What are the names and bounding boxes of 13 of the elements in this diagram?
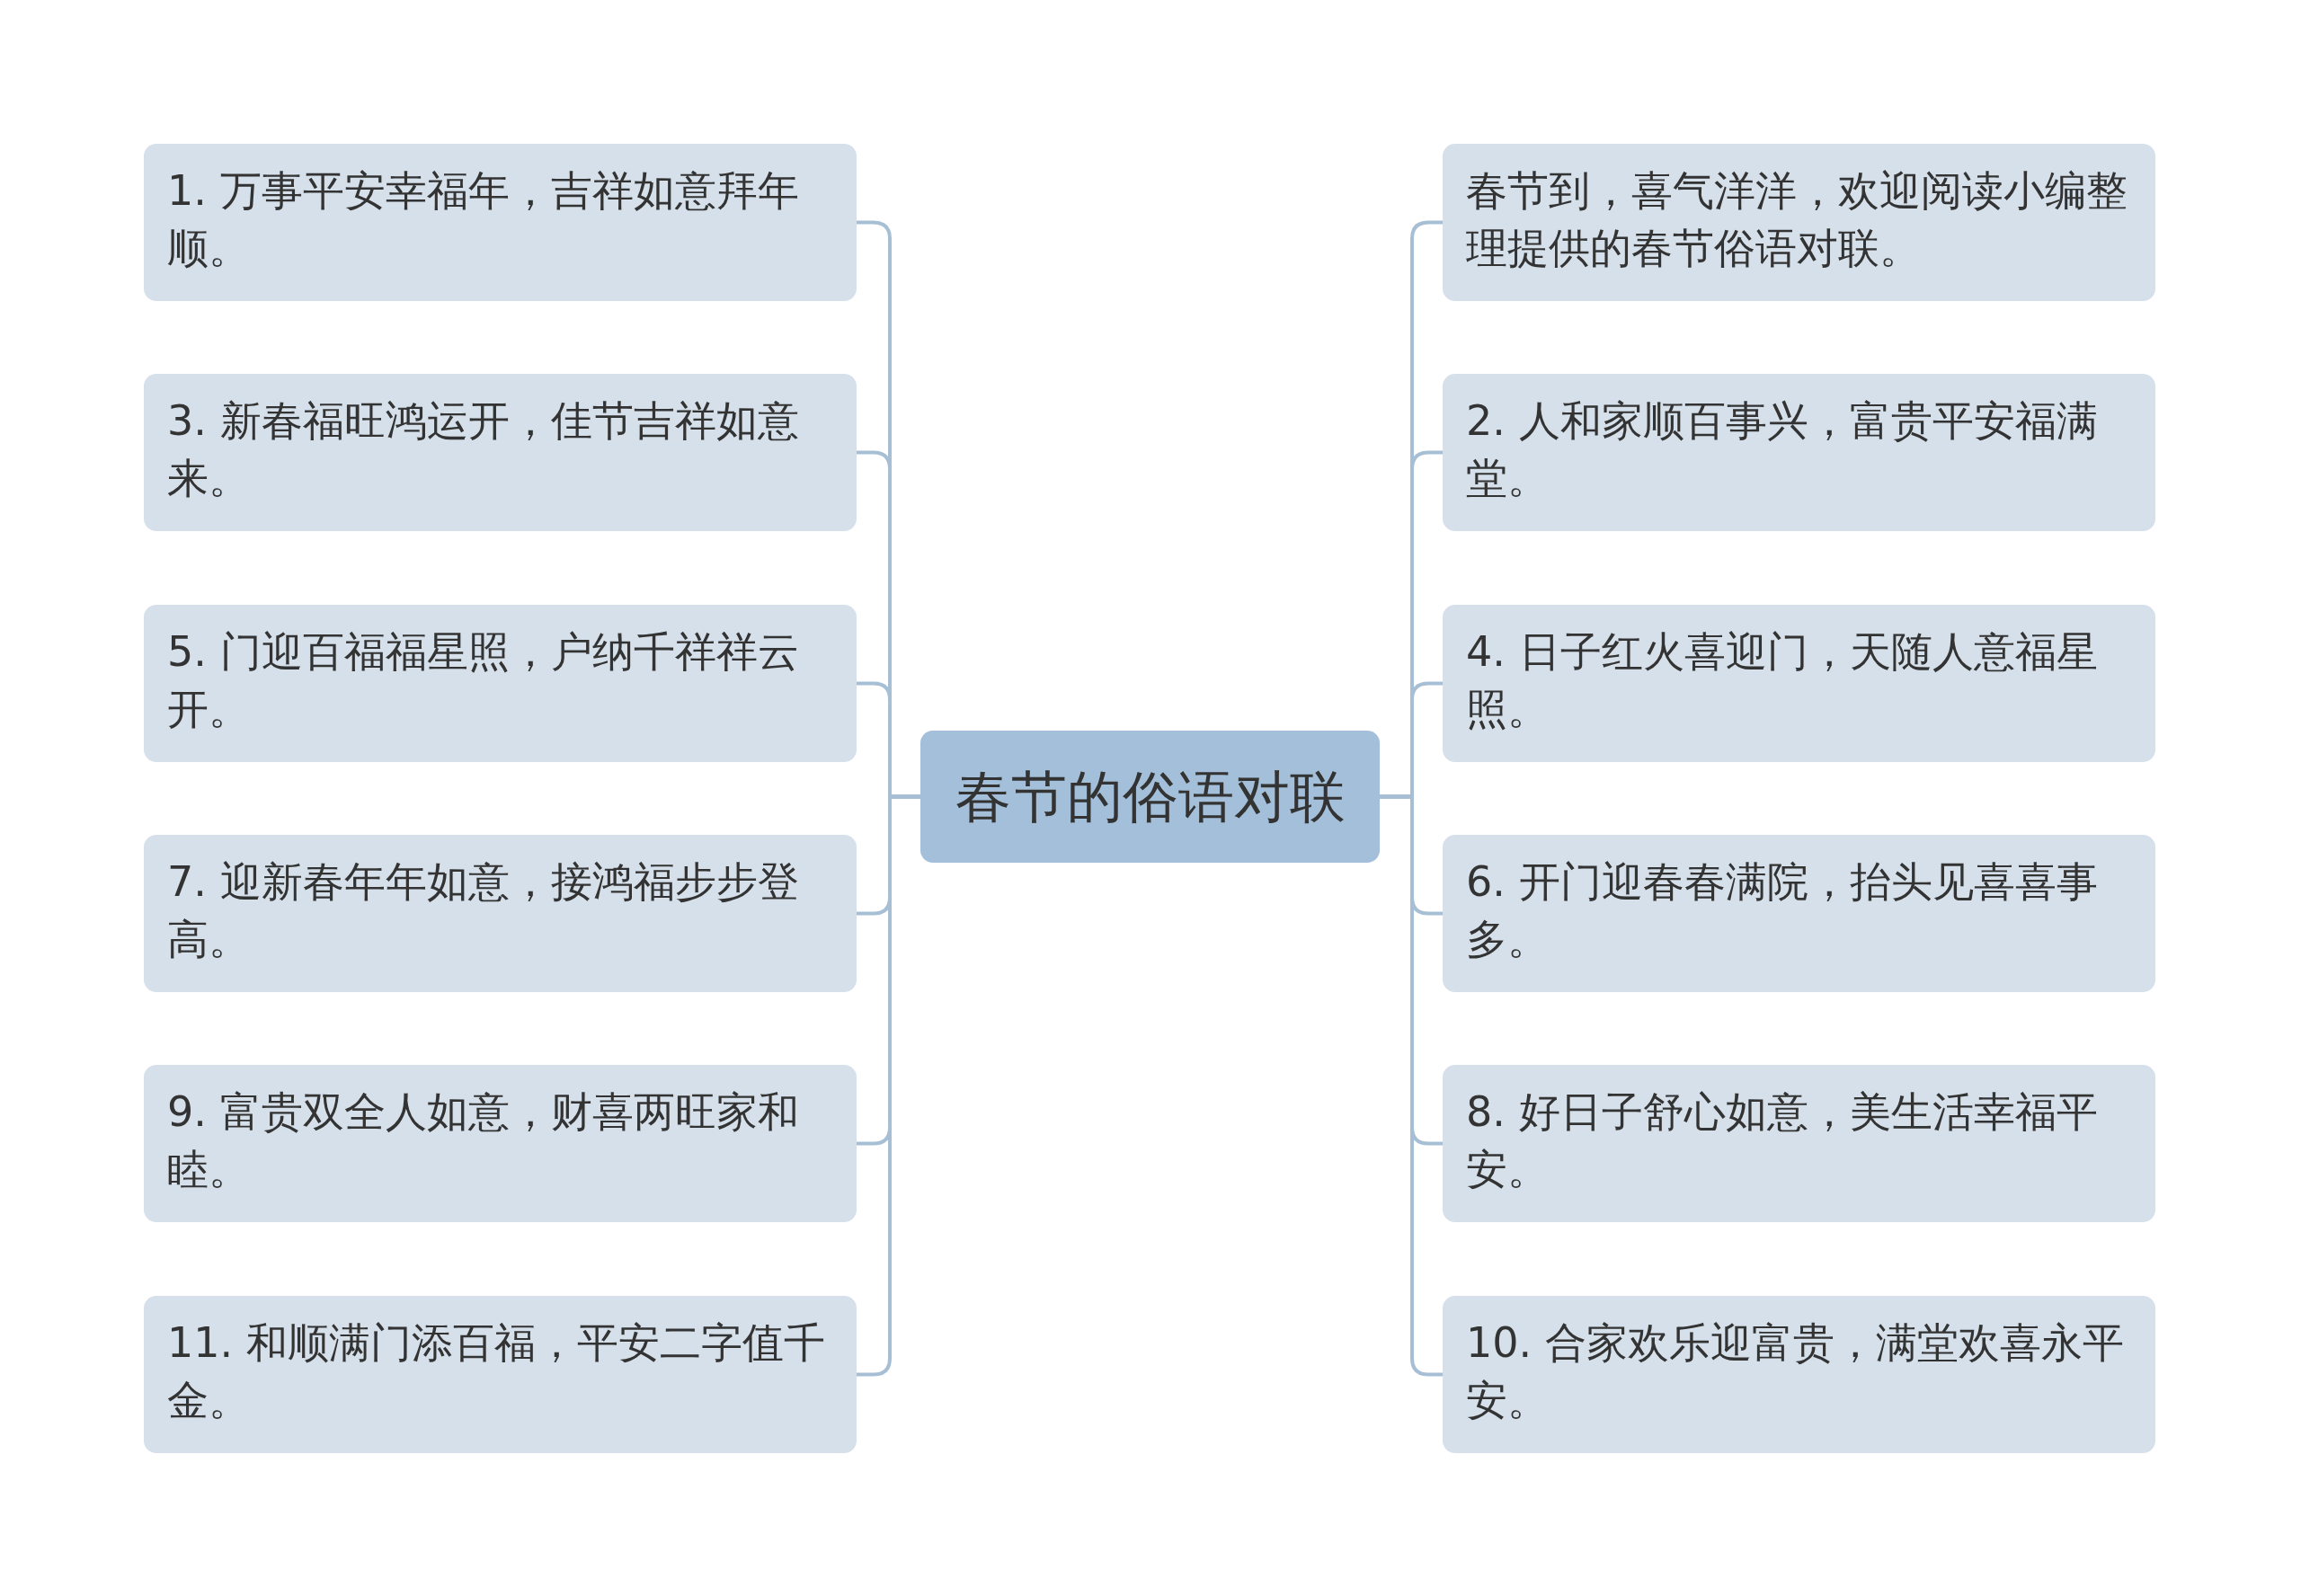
topic-box: 春节的俗语对联	[920, 731, 1380, 863]
text-box: 5. 门迎百福福星照，户纳千祥祥云开。	[144, 605, 857, 762]
text-box: 9. 富贵双全人如意，财喜两旺家和睦。	[144, 1065, 857, 1222]
text-box: 10. 合家欢乐迎富贵，满堂欢喜永平安。	[1443, 1296, 2155, 1453]
text-box: 7. 迎新春年年如意，接鸿福步步登高。	[144, 835, 857, 992]
text-box: 春节到，喜气洋洋，欢迎阅读小编整理提供的春节俗语对联。	[1443, 144, 2155, 301]
text-box: 4. 日子红火喜迎门，天随人意福星照。	[1443, 605, 2155, 762]
text-box: 6. 开门迎春春满院，抬头见喜喜事多。	[1443, 835, 2155, 992]
text-box: 2. 人和家顺百事兴，富贵平安福满堂。	[1443, 374, 2155, 531]
text-box: 11. 和顺满门添百福，平安二字值千金。	[144, 1296, 857, 1453]
text-box: 8. 好日子舒心如意，美生活幸福平安。	[1443, 1065, 2155, 1222]
text-box: 1. 万事平安幸福年，吉祥如意拜年顺。	[144, 144, 857, 301]
text-box: 3. 新春福旺鸿运开，佳节吉祥如意来。	[144, 374, 857, 531]
